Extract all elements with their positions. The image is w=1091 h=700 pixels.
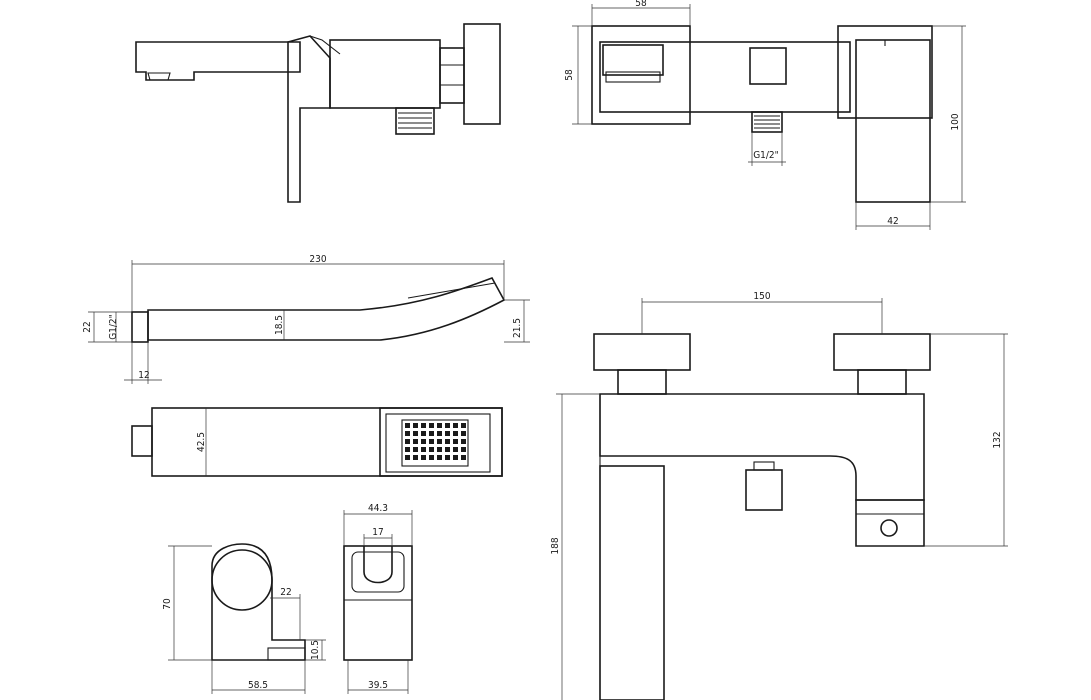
side-thread-label: G1/2"	[753, 150, 779, 161]
spray-nozzle	[421, 431, 426, 436]
holder-base-label: 39.5	[368, 680, 388, 691]
holder-side-view: 70 22 10.5 58.5	[162, 543, 326, 694]
spray-nozzle	[413, 431, 418, 436]
handset-neck-label: 18.5	[274, 315, 285, 335]
spray-nozzle	[453, 439, 458, 444]
mixer-front-view: 58 58 100 42 G1/2"	[564, 0, 966, 230]
spray-nozzle	[461, 423, 466, 428]
handset-head-label: 21.5	[512, 318, 523, 338]
holder-lip-label: 10.5	[310, 640, 321, 660]
spray-nozzle	[405, 439, 410, 444]
holder-front-width-label: 44.3	[368, 503, 388, 514]
side-depth-label: 42	[887, 216, 898, 227]
spray-nozzle	[437, 423, 442, 428]
spray-nozzle	[461, 431, 466, 436]
mixer-front-elevation: 150 132 188	[550, 291, 1008, 700]
spray-nozzle	[453, 423, 458, 428]
holder-front-view: 44.3 17 39.5	[343, 503, 413, 694]
spray-nozzle	[429, 447, 434, 452]
spray-nozzle	[429, 423, 434, 428]
spray-nozzle	[437, 431, 442, 436]
spray-nozzle	[413, 455, 418, 460]
handle-spacing-label: 150	[753, 291, 770, 302]
spray-nozzle	[405, 423, 410, 428]
spray-nozzle	[453, 447, 458, 452]
holder-slot-label: 17	[372, 527, 383, 538]
spray-nozzle	[429, 455, 434, 460]
spray-nozzle	[445, 431, 450, 436]
holder-height-label: 70	[162, 598, 173, 610]
spray-nozzle	[405, 455, 410, 460]
spray-nozzle	[461, 447, 466, 452]
spray-nozzle	[413, 439, 418, 444]
spray-nozzle	[429, 431, 434, 436]
handset-height-label: 22	[82, 321, 93, 332]
holder-width-label: 58.5	[248, 680, 268, 691]
spray-nozzle	[453, 431, 458, 436]
handset-connector-label: 12	[138, 370, 149, 381]
spray-nozzle	[461, 455, 466, 460]
spray-nozzles-icon	[401, 419, 469, 467]
spray-nozzle	[445, 423, 450, 428]
handset-thread-label: G1/2"	[108, 314, 119, 340]
spray-nozzle	[413, 423, 418, 428]
spray-nozzle	[413, 447, 418, 452]
spray-nozzle	[453, 455, 458, 460]
spray-nozzle	[437, 455, 442, 460]
mixer-side-view	[135, 23, 501, 203]
spray-nozzle	[405, 431, 410, 436]
spray-nozzle	[445, 447, 450, 452]
handset-top-view: 42.5	[131, 407, 503, 477]
spray-nozzle	[421, 423, 426, 428]
spray-nozzle	[437, 447, 442, 452]
handset-length-label: 230	[309, 254, 326, 265]
side-height-label: 58	[564, 69, 575, 81]
spray-nozzle	[445, 439, 450, 444]
handset-side-view: 230 22 G1/2" 18.5 21.5 12	[82, 254, 530, 384]
spray-nozzle	[445, 455, 450, 460]
front-height-handles-label: 132	[992, 431, 1003, 448]
spray-nozzle	[437, 439, 442, 444]
spray-nozzle	[421, 447, 426, 452]
handset-width-label: 42.5	[196, 432, 207, 452]
side-width-label: 58	[635, 0, 647, 9]
spray-nozzle	[421, 455, 426, 460]
spray-nozzle	[421, 439, 426, 444]
spray-nozzle	[461, 439, 466, 444]
side-total-height-label: 100	[950, 113, 961, 130]
spray-nozzle	[405, 447, 410, 452]
spray-nozzle	[429, 439, 434, 444]
front-total-height-label: 188	[550, 537, 561, 554]
holder-hook-label: 22	[280, 587, 291, 598]
